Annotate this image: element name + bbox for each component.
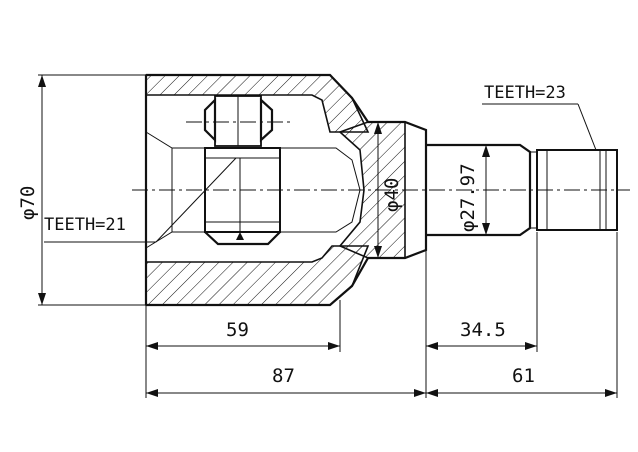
- outer-diameter-label: φ70: [17, 186, 39, 220]
- dim-61-label: 61: [512, 365, 535, 387]
- dim-345-label: 34.5: [460, 319, 506, 341]
- inner-teeth-leader: [155, 157, 237, 243]
- outer-teeth-leader: [577, 103, 597, 151]
- dim-87-label: 87: [272, 365, 295, 387]
- housing-bottom-wall-hatched: [145, 245, 370, 306]
- dim-59-label: 59: [226, 319, 249, 341]
- outer-teeth-label: TEETH=23: [484, 83, 566, 103]
- hub-chamfer: [204, 231, 281, 246]
- dim-arrows-345: [426, 342, 537, 350]
- inner-teeth-label: TEETH=21: [44, 215, 126, 235]
- housing-diameter-label: φ40: [381, 178, 403, 212]
- shaft-diameter-label: φ27.97: [457, 163, 479, 232]
- hub-arrow: [236, 232, 244, 240]
- tripod-bolt-head: [203, 97, 274, 143]
